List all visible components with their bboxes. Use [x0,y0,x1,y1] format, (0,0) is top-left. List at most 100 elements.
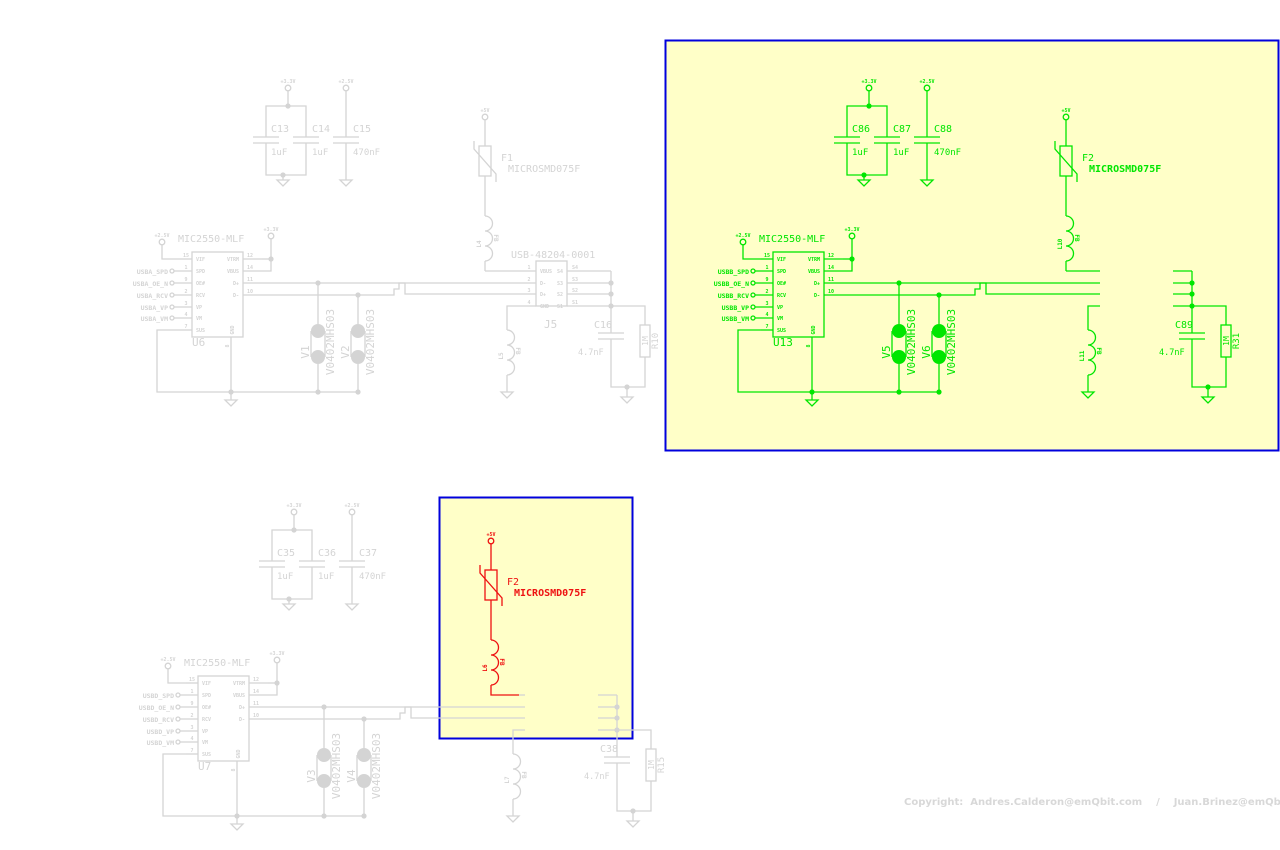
selection-box-top[interactable] [664,39,1280,452]
pin-name: D+ [233,281,239,287]
inductor-value: FB [514,347,521,355]
pin-number: 1 [190,689,193,695]
ground-icon [804,399,820,407]
wire [843,239,853,272]
wire [167,669,186,684]
capacitor-value: 4.7nF [578,348,604,358]
power-port-icon [348,508,356,516]
varistor-part: V0402MHS03 [330,733,343,799]
pin-number: 3 [527,288,530,294]
signal-port-icon[interactable] [169,268,175,274]
fuse-part: MICROSMD075F [508,164,580,175]
pin-name: VBUS [227,269,239,275]
usb-dplus-trace [262,282,519,295]
signal-label: USBD_VM [147,739,174,747]
pin-number: 4 [527,300,530,306]
usb-interface[interactable]: MIC2550-MLFU615VIF1SPDUSBA_SPD9OE#USBA_O… [133,227,661,407]
ground-icon [625,820,641,828]
fuse-ref: F2 [507,577,519,588]
varistor-part: V0402MHS03 [945,309,958,375]
signal-port-icon[interactable] [169,280,175,286]
pin-number: 11 [253,701,259,707]
wire [846,143,888,176]
pin-name: D+ [540,292,546,298]
signal-port-icon[interactable] [175,739,181,745]
signal-port-icon[interactable] [750,292,756,298]
pin-name: VBUS [808,269,820,275]
pin-name: SUS [202,752,211,758]
inductor-coil-icon [484,215,494,262]
pin-name: VBUS [540,269,552,275]
signal-port-icon[interactable] [175,716,181,722]
inductor-value: FB [498,658,505,666]
signal-port-icon[interactable] [750,268,756,274]
resistor-value: 1M [641,336,650,346]
usb-dminus-trace [843,282,1100,296]
selection-box-bottom[interactable] [438,496,634,740]
junction-dot [291,527,297,533]
pin-number: 4 [765,312,768,318]
pin-name: VP [196,305,202,311]
power-port-icon [164,662,172,670]
pin-number: 9 [190,701,193,707]
pin-name: VM [777,316,783,322]
capacitor-value: 4.7nF [584,772,610,782]
signal-port-icon[interactable] [175,692,181,698]
pin-number: 15 [183,253,189,259]
pin-name: D+ [814,281,820,287]
signal-port-icon[interactable] [750,280,756,286]
usb-interface[interactable]: MIC2550-MLFU1315VIF1SPDUSBB_SPD9OE#USBB_… [714,227,1242,407]
pin-name: SPD [777,269,786,275]
signal-port-icon[interactable] [169,292,175,298]
signal-port-icon[interactable] [169,315,175,321]
connector-body[interactable] [535,260,568,307]
pin-number: 4 [190,736,193,742]
junction-dot [268,256,274,262]
signal-port-icon[interactable] [169,304,175,310]
copyright-notice: Copyright: Andres.Calderon@emQbit.com / … [904,797,1280,808]
power-port-icon [158,238,166,246]
varistor-icon [351,350,365,364]
pin-number: 1 [765,265,768,271]
connector-part: USB-48204-0001 [511,250,595,261]
wire [490,685,519,696]
signal-port-icon[interactable] [750,304,756,310]
pin-name: VP [202,729,208,735]
pin-number: 12 [253,677,259,683]
ground-icon [1200,396,1216,404]
circuit-block-u6[interactable]: +3.3V+2.5VC131uFC141uFC15470nF+5VF1MICRO… [133,79,661,407]
inductor-ref: L4 [476,240,483,248]
pin-number: 9 [765,277,768,283]
pin-name: VM [196,316,202,322]
wire [156,329,358,393]
pin-number: 2 [527,277,530,283]
power-label: +5V [1061,108,1070,114]
pin-number: 11 [247,277,253,283]
junction-dot [608,291,614,297]
signal-port-icon[interactable] [750,315,756,321]
pin-name: RCV [202,717,211,723]
signal-port-icon[interactable] [175,704,181,710]
power-port-icon [481,113,489,121]
resistor-ref: R15 [657,757,667,773]
signal-label: USBB_OE_N [714,280,749,288]
signal-label: USBA_VM [141,315,168,323]
signal-label: USBD_VP [147,728,174,736]
usb-interface[interactable]: MIC2550-MLFU715VIF1SPDUSBD_SPD9OE#USBD_O… [139,651,667,831]
capacitor-ref: C89 [1175,320,1193,331]
capacitor-value: 1uF [271,148,287,158]
signal-port-icon[interactable] [175,728,181,734]
inductor-ref: L5 [498,352,505,360]
resistor-value: 1M [1222,336,1231,346]
